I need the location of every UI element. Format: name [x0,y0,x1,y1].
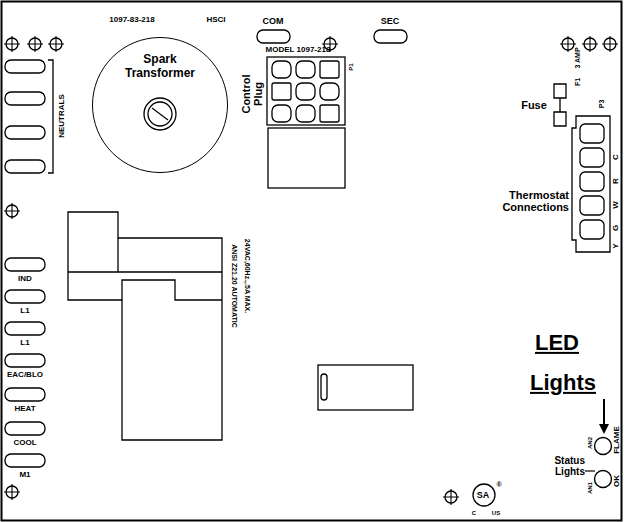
terminal-name: IND [18,275,32,284]
pin-name: Y [612,243,621,248]
terminal-name: L1 [20,339,29,348]
rating-note: ANSI Z21.20 AUTOMATIC [230,244,238,328]
logo-mark: US [492,510,500,517]
mounting-hole [443,489,459,505]
terminal-name: EAC/BLO [7,371,43,380]
neutral-terminals [5,60,53,173]
led-id: AN2 [587,437,594,449]
spark-transformer: Spark Transformer [92,37,228,173]
mounting-hole [48,36,64,52]
callout-title: Lights [530,371,596,395]
logo-mark: ® [496,481,501,489]
rating-note: 24VAC,60Hz.,.5A MAX. [243,239,251,313]
terminal-name: COM [263,17,284,27]
control-plug [267,57,345,188]
led [595,438,612,455]
part-name: Fuse [521,99,547,111]
led-id: AN1 [587,482,594,494]
transformer-core [144,98,176,130]
terminal-tab [257,30,290,43]
terminal-tab [374,30,407,43]
csa-logo [473,484,495,506]
fuse-rating: 3 AMP [574,47,582,68]
pin-name: C [612,154,621,160]
part-name: Control Plug [240,70,264,118]
led [595,471,612,488]
terminal-name: SEC [381,17,400,27]
fuse-id: F1 [574,78,582,86]
mounting-hole [27,36,43,52]
pin-name: W [612,201,621,209]
line-terminals [5,258,45,467]
pin-name: G [612,225,621,231]
part-name: Status Lights [545,455,585,477]
group-label: NEUTRALS [58,94,67,138]
terminal-name: HEAT [14,405,35,414]
mounting-hole [560,36,576,52]
connector-id: P3 [598,100,606,109]
terminal-name: COOL [13,439,36,448]
pointer-arrow [599,399,609,434]
model-number: MODEL 1097-218 [266,46,331,55]
mounting-hole [4,203,20,219]
led-name: FLAME [613,426,622,454]
part-name: Spark Transformer [115,53,205,81]
part-name: Thermostat Connections [495,189,569,213]
relay-block [68,212,222,440]
logo-mark: SA [477,491,490,501]
mounting-hole [4,36,20,52]
board-component [318,365,413,410]
connector-id: P1 [348,63,355,70]
mounting-hole [582,36,598,52]
fuse-clip [554,84,566,126]
board-code: HSCI [206,16,225,25]
led-name: OK [613,475,622,487]
mounting-hole [602,36,618,52]
part-number: 1097-83-218 [109,16,154,25]
terminal-name: M1 [19,471,30,480]
logo-mark: C [472,510,476,517]
terminal-name: L1 [20,307,29,316]
pin-name: R [612,178,621,184]
thermostat-connector [572,116,610,252]
callout-title: LED [535,331,579,355]
mounting-hole [4,484,20,500]
leader-line [585,470,595,471]
